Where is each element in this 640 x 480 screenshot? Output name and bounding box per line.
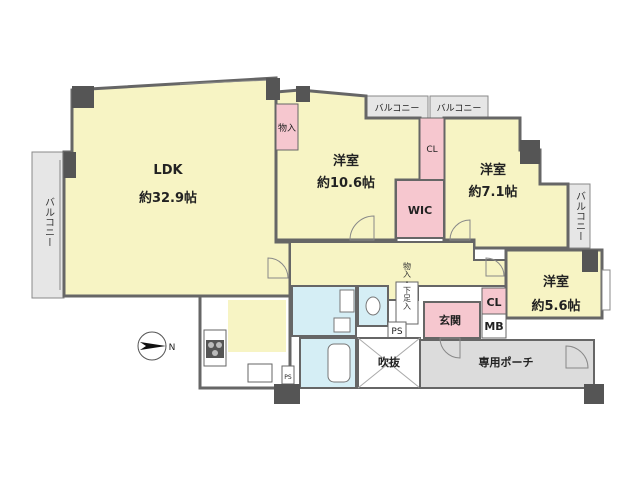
western-room-2-floor (442, 116, 570, 250)
pillar (520, 140, 540, 164)
western-room-2-area: 約7.1帖 (468, 184, 517, 200)
balcony-left-label: バルコニー (43, 197, 55, 247)
door-swing (349, 215, 375, 241)
washing-machine (333, 317, 351, 333)
fridge-space (247, 363, 273, 383)
closet-a (419, 117, 445, 181)
western-room-1-area: 約10.6帖 (317, 175, 375, 191)
meter-box (481, 313, 507, 339)
atrium-hatch (357, 337, 421, 389)
entrance (423, 301, 481, 339)
door-swing (439, 337, 461, 359)
pillar (64, 152, 76, 178)
closet-a-label: CL (426, 145, 437, 155)
balcony-top-a-label: バルコニー (375, 103, 420, 114)
shoe-storage-label: 物入・下足入 (403, 261, 412, 310)
ldk-name: LDK (153, 163, 183, 178)
compass-needle (140, 342, 166, 350)
bathtub (327, 343, 351, 383)
walk-in-closet-label: WIC (408, 204, 432, 217)
pillar (582, 250, 598, 272)
meter-box-label: MB (484, 320, 503, 333)
pipe-space-1-label: PS (391, 327, 402, 337)
kitchen-yellow-floor (228, 300, 286, 352)
closet-b-label: CL (486, 296, 501, 309)
western-room-2-name: 洋室 (480, 162, 506, 178)
stove-burner (208, 342, 214, 348)
atrium-label: 吹抜 (378, 355, 401, 369)
western-room-3-area: 約5.6帖 (531, 298, 580, 314)
door-swing (485, 257, 505, 277)
private-porch-label: 専用ポーチ (479, 355, 534, 369)
stove-burner (212, 350, 218, 356)
balcony-right-label: バルコニー (574, 191, 586, 241)
walk-in-closet (395, 179, 445, 239)
compass-north: N (169, 343, 176, 353)
washbasin (339, 289, 355, 313)
storage-ldk-label: 物入 (278, 122, 296, 134)
storage-ldk (275, 103, 299, 151)
door-swing (565, 345, 589, 369)
western-room-1-name: 洋室 (333, 153, 359, 169)
balcony-left (31, 151, 65, 299)
pillar (584, 384, 604, 404)
pillar (274, 384, 300, 404)
pillar (296, 86, 310, 102)
balcony-top-b-label: バルコニー (437, 103, 482, 114)
shoe-storage (395, 281, 419, 325)
western-room-3-name: 洋室 (543, 274, 569, 290)
stove-burner (216, 342, 222, 348)
door-swing (449, 219, 471, 241)
pillar (72, 86, 94, 108)
window (601, 269, 611, 311)
window (179, 79, 271, 85)
compass: N (137, 331, 176, 361)
door-swing (267, 257, 289, 279)
pillar (266, 78, 280, 100)
ldk-floor (62, 76, 292, 298)
toilet-bowl (365, 296, 381, 316)
pipe-space-2-label: PS (284, 374, 292, 381)
private-porch (419, 339, 595, 389)
ldk-area: 約32.9帖 (139, 190, 197, 206)
entrance-label: 玄関 (439, 313, 461, 327)
